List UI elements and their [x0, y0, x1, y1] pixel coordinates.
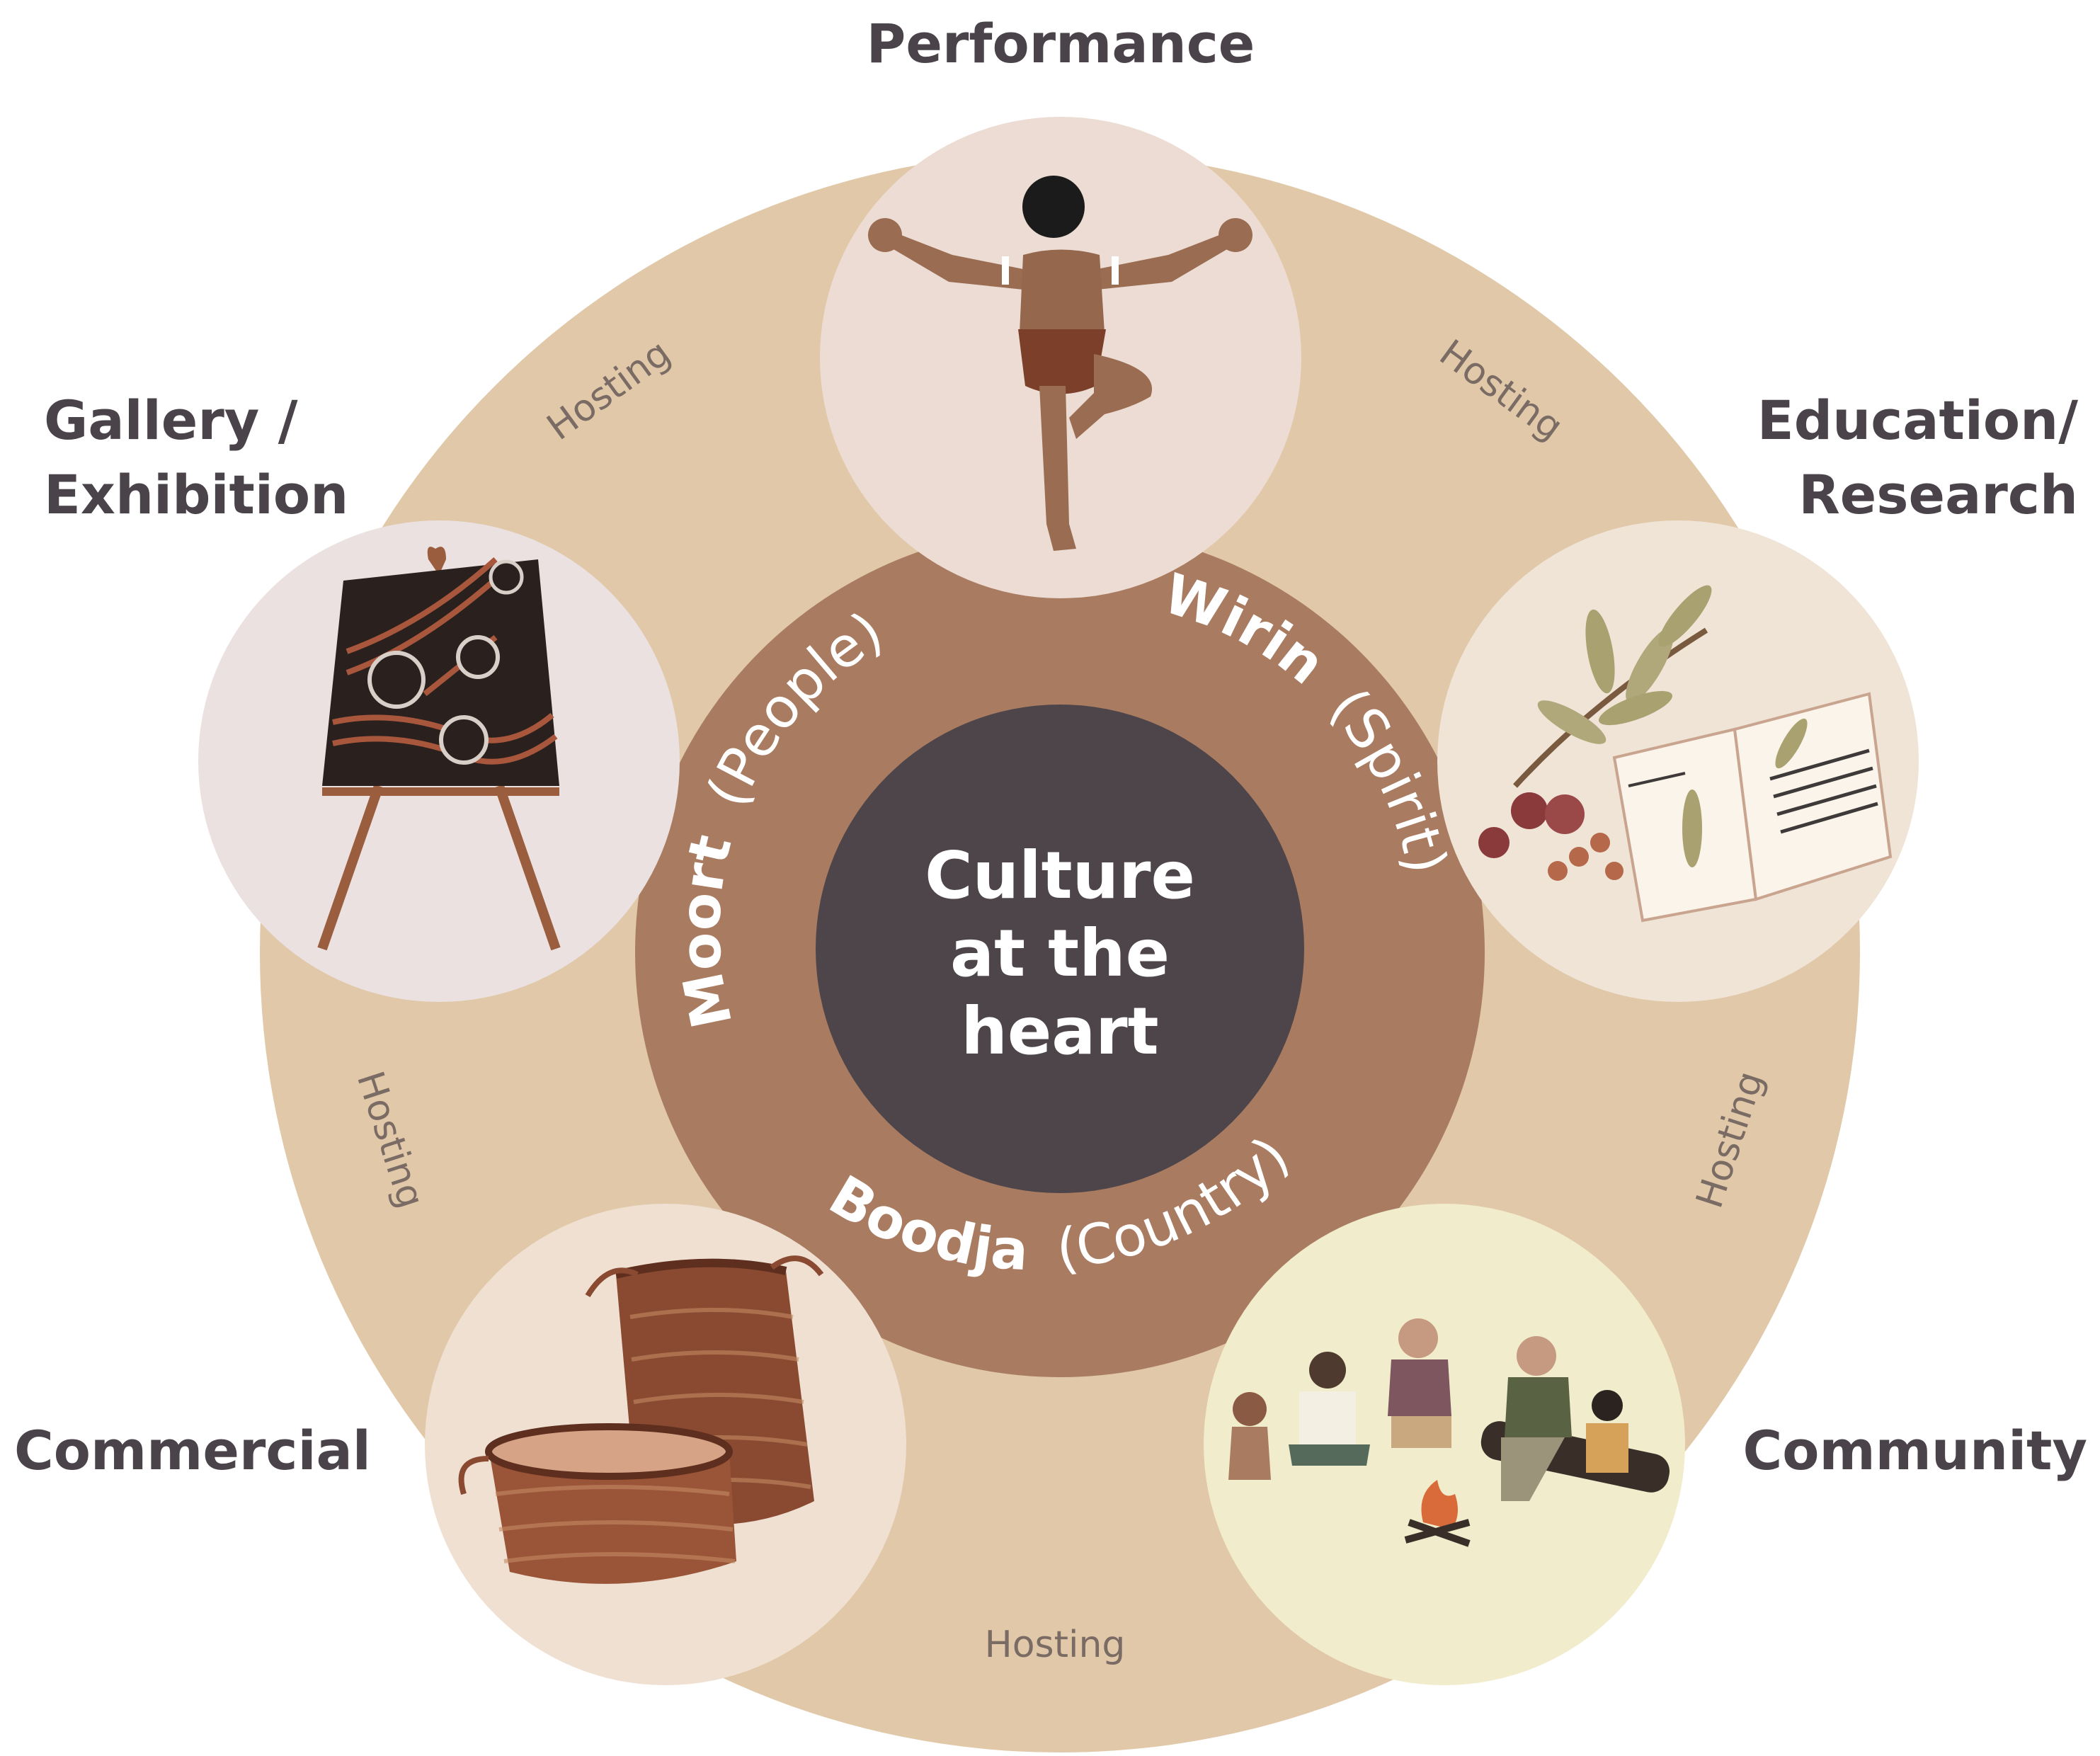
- education-label-line-1: Education/: [1757, 389, 2078, 452]
- campfire-gathering-icon: [1228, 1318, 1670, 1547]
- center-line-2: at the: [950, 916, 1170, 991]
- node-gallery: Gallery / Exhibition: [44, 389, 680, 1002]
- center-line-1: Culture: [925, 838, 1195, 913]
- center-title: Culture at the heart: [925, 838, 1195, 1069]
- performance-label: Performance: [867, 12, 1255, 75]
- node-commercial: Commercial: [14, 1204, 906, 1685]
- hosting-label-bottom: Hosting: [985, 1624, 1126, 1666]
- node-community: Community: [1204, 1204, 2087, 1685]
- center-circle: [816, 705, 1304, 1193]
- education-label-line-2: Research: [1798, 463, 2078, 526]
- painting-easel-icon: [317, 547, 561, 951]
- node-education: Education/ Research: [1437, 389, 2078, 1002]
- center-line-3: heart: [961, 993, 1158, 1069]
- gallery-label-line-2: Exhibition: [44, 463, 348, 526]
- gallery-label-line-1: Gallery /: [44, 389, 298, 452]
- woven-baskets-icon: [458, 1255, 824, 1584]
- commercial-label: Commercial: [14, 1419, 371, 1482]
- node-performance: Performance: [820, 12, 1301, 598]
- dancer-icon: [868, 176, 1252, 551]
- community-label: Community: [1742, 1419, 2087, 1482]
- botanical-book-icon: [1478, 585, 1893, 923]
